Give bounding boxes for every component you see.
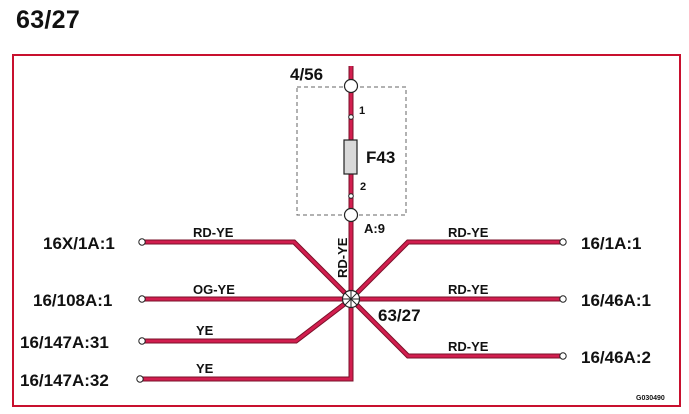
wire-left-3-outline (142, 297, 353, 344)
fuse-box-outline (296, 86, 407, 216)
left-connector-label: 16/147A:32 (20, 371, 109, 390)
wire-terminal (138, 337, 146, 345)
wire-left-1 (142, 240, 353, 301)
right-connector-label: 16/46A:2 (581, 348, 651, 367)
connector-top-node (343, 78, 359, 94)
left-wire-color-label: OG-YE (193, 282, 235, 297)
fuse-pin-2-dot (348, 193, 354, 199)
connector-a9-node (343, 207, 359, 223)
right-wire-color-label: RD-YE (448, 282, 489, 297)
left-connector-label: 16X/1A:1 (43, 234, 115, 253)
left-wire-color-label: YE (196, 323, 214, 338)
wire-terminal (559, 352, 567, 360)
fuse-pin-1-label: 1 (359, 105, 365, 117)
right-connector-label: 16/46A:1 (581, 291, 651, 310)
wire-right-3 (349, 297, 560, 358)
right-connector-label: 16/1A:1 (581, 234, 641, 253)
left-connector-label: 16/108A:1 (33, 291, 112, 310)
wire-left-3 (142, 297, 352, 343)
right-wire-color-label: RD-YE (448, 339, 489, 354)
page-title: 63/27 (16, 6, 81, 34)
diagram-frame (12, 54, 681, 407)
wire-terminal (559, 238, 567, 246)
wire-left-1-outline (142, 239, 353, 301)
reference-code: G030490 (636, 395, 665, 402)
wire-terminal (136, 375, 144, 383)
right-wire-color-label: RD-YE (448, 225, 489, 240)
wire-terminal (138, 238, 146, 246)
splice-node (341, 289, 361, 309)
wire-terminal (559, 295, 567, 303)
fuse-pin-2-label: 2 (360, 181, 366, 193)
fuse-name-label: F43 (366, 148, 395, 167)
fuse-pin-1-dot (348, 114, 354, 120)
splice-label: 63/27 (378, 306, 421, 325)
top-connector-label: 4/56 (290, 65, 323, 84)
left-wire-color-label: YE (196, 361, 214, 376)
terminals (136, 238, 567, 383)
left-wire-color-label: RD-YE (193, 225, 234, 240)
wire-terminal (138, 295, 146, 303)
wires (140, 66, 560, 382)
fuse-f43-body (343, 139, 358, 175)
wire-right-1 (349, 240, 560, 301)
left-connector-label: 16/147A:31 (20, 333, 109, 352)
vertical-wire-color-label: RD-YE (335, 237, 350, 278)
wire-left-4 (140, 299, 353, 381)
fuse-output-pin-label: A:9 (364, 221, 385, 236)
